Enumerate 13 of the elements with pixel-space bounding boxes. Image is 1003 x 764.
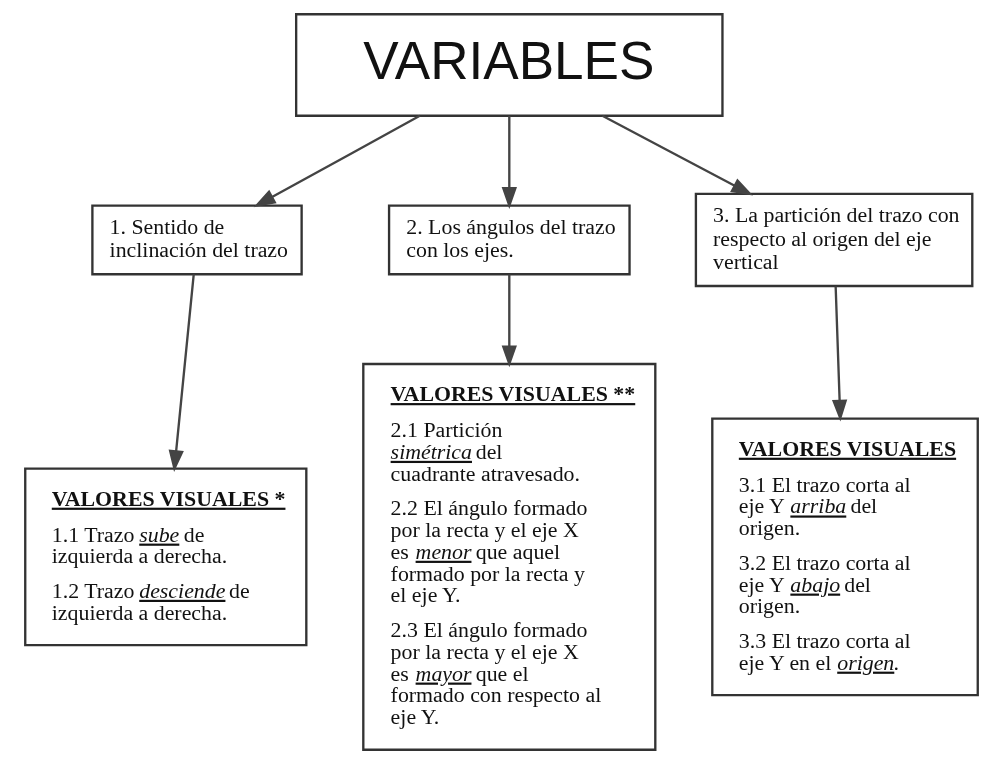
arrow	[501, 274, 517, 368]
arrow	[501, 115, 517, 209]
node-box: 3. La partición del trazo con respecto al origen del eje vertical	[694, 192, 974, 288]
arrow	[831, 286, 848, 422]
arrow	[601, 114, 753, 196]
node-box: VALORES VISUALES ** 2.1 Partición simétrica del cuadrante atravesado. 2.2 El ángulo formado por la recta y el eje X es menor que aquel formado por la recta y el eje Y. 2.3 El ángulo formado por la recta y el eje X es mayor que el formado con respecto al eje Y.	[362, 362, 657, 751]
node-box: VALORES VISUALES 3.1 El trazo corta al eje Y arriba del origen. 3.2 El trazo corta al eje Y abajo del origen. 3.3 El trazo corta al eje Y en el origen.	[711, 417, 979, 697]
node-box: 2. Los ángulos del trazo con los ejes.	[387, 204, 631, 276]
node-box: VARIABLES	[295, 13, 724, 117]
node-box: 1. Sentido de inclinación del trazo	[91, 204, 303, 276]
arrow	[168, 274, 195, 472]
node-box: VALORES VISUALES * 1.1 Trazo sube de izquierda a derecha. 1.2 Trazo desciende de izquierda a derecha.	[24, 467, 308, 647]
arrow	[253, 114, 421, 208]
